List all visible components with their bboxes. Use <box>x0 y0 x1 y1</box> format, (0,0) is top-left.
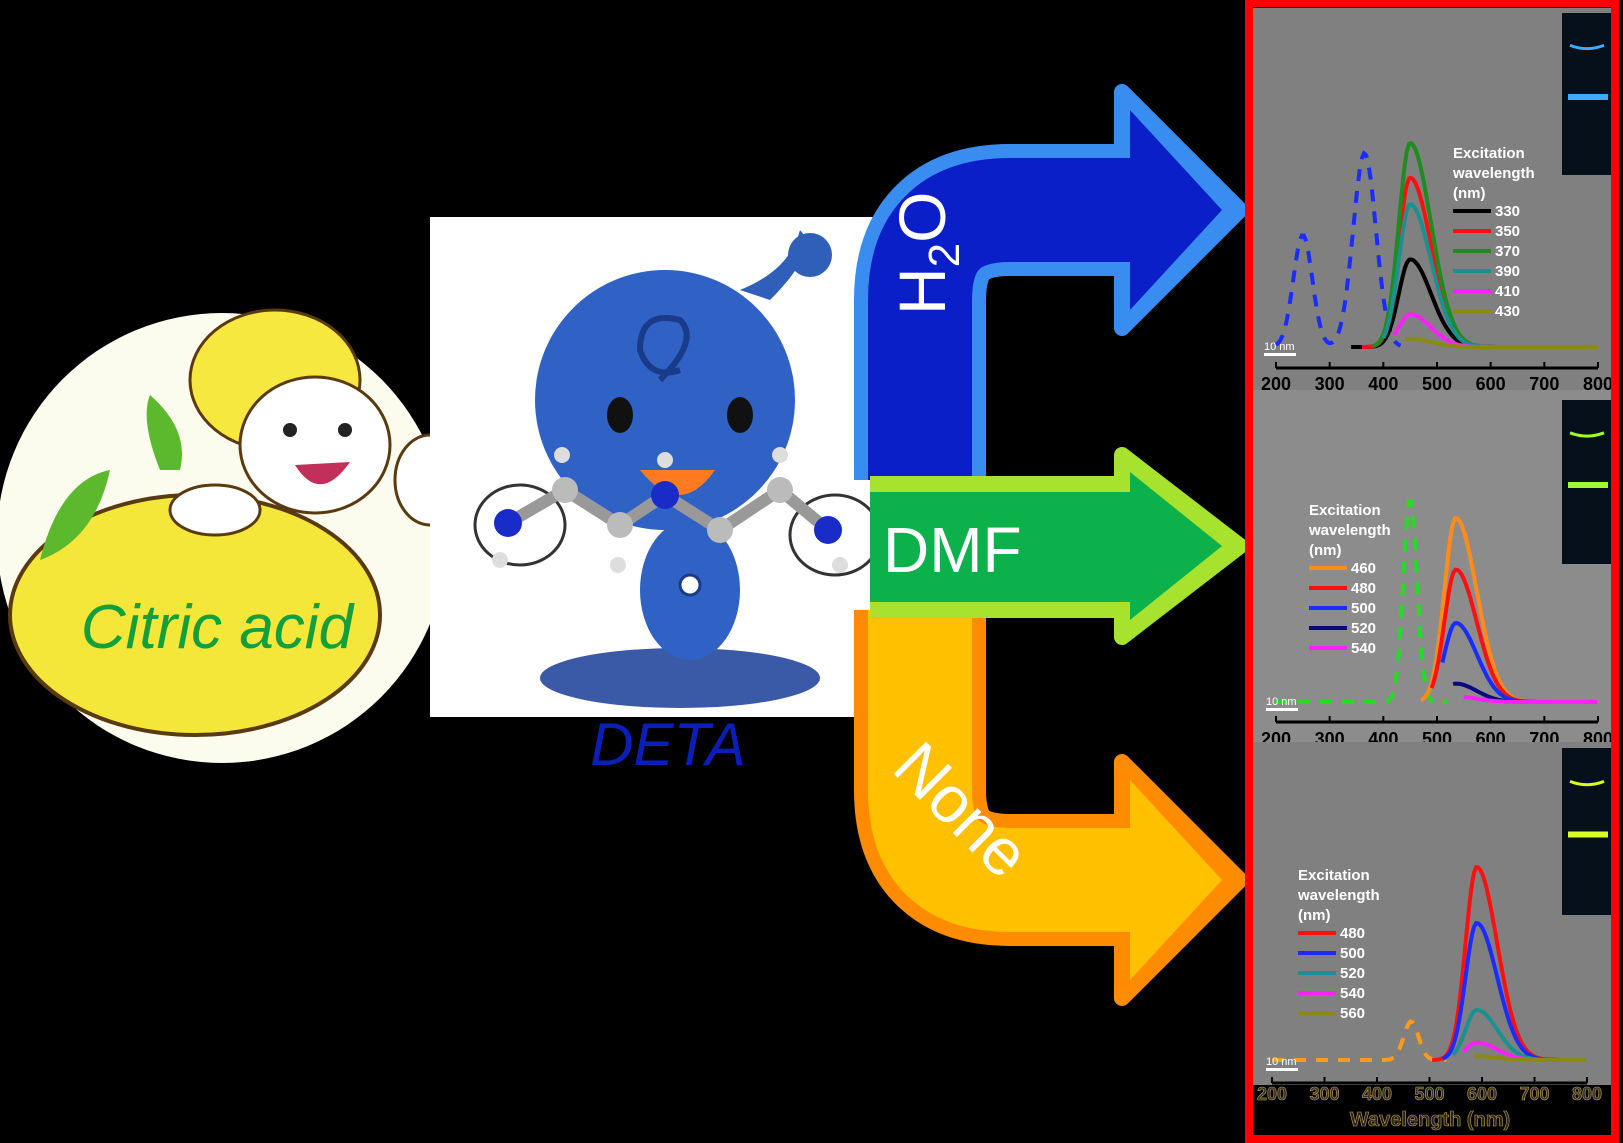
citric-acid-mascot <box>0 308 467 763</box>
citric-acid-label: Citric acid <box>81 593 356 662</box>
x-tick-label: 300 <box>1309 1084 1339 1104</box>
emission-curve-560 <box>1474 1054 1586 1062</box>
heart-icon <box>788 233 832 277</box>
dmf-arrow: DMF <box>870 447 1248 645</box>
absorption-curve <box>1276 500 1448 704</box>
scale-bar <box>1266 708 1298 711</box>
absorption-curve <box>1274 150 1402 348</box>
legend-label: 540 <box>1351 640 1376 657</box>
legend-label: 520 <box>1340 965 1365 982</box>
scale-bar <box>1266 1068 1298 1071</box>
emission-curve-430 <box>1404 336 1598 349</box>
deta-mascot <box>430 217 910 717</box>
x-tick-label: 200 <box>1257 1084 1287 1104</box>
results-frame <box>1245 0 1619 1143</box>
legend-label: 500 <box>1351 600 1376 617</box>
legend-label: 560 <box>1340 1005 1365 1022</box>
legend-label: 330 <box>1495 203 1520 220</box>
x-tick-label: 500 <box>1414 1084 1444 1104</box>
legend-label: 430 <box>1495 303 1520 320</box>
legend-label: 350 <box>1495 223 1520 240</box>
legend-title: wavelength <box>1452 165 1535 182</box>
legend-label: 520 <box>1351 620 1376 637</box>
legend-title: wavelength <box>1308 522 1391 539</box>
legend-label: 410 <box>1495 283 1520 300</box>
x-tick-label: 400 <box>1368 374 1398 394</box>
legend-title: Excitation <box>1453 145 1525 162</box>
emission-curve-540 <box>1463 694 1597 704</box>
x-tick-label: 400 <box>1362 1084 1392 1104</box>
tem-image <box>1253 742 1613 1100</box>
legend-title: (nm) <box>1453 185 1486 202</box>
spectrum-panel-2: Excitation wavelength (nm) 460 480 500 520 540 1… <box>1253 390 1613 749</box>
legend-label: 540 <box>1340 985 1365 1002</box>
spectrum-panel-3: Excitation wavelength (nm) 480 500 520 540 560 1… <box>1253 742 1613 1141</box>
x-tick-label: 600 <box>1467 1084 1497 1104</box>
absorption-curve <box>1272 1019 1447 1062</box>
x-tick-label: 500 <box>1422 374 1452 394</box>
none-arrow: None <box>854 610 1248 1006</box>
x-axis-title: Wavelength (nm) <box>1350 1109 1510 1131</box>
leaf-icon <box>40 470 110 560</box>
mascot-face <box>238 375 392 515</box>
x-tick-label: 300 <box>1315 374 1345 394</box>
x-tick-label: 800 <box>1583 374 1613 394</box>
legend-label: 480 <box>1351 580 1376 597</box>
scale-bar <box>1264 353 1296 356</box>
legend-title: Excitation <box>1309 502 1381 519</box>
x-tick-label: 700 <box>1529 374 1559 394</box>
water-arrow: H2O <box>854 84 1248 480</box>
water-label: H2O <box>885 192 969 316</box>
scale-bar-label: 10 nm <box>1266 1056 1297 1068</box>
dmf-label: DMF <box>883 514 1022 586</box>
tem-image <box>1253 8 1613 390</box>
x-tick-label: 200 <box>1261 374 1291 394</box>
legend-label: 480 <box>1340 925 1365 942</box>
scale-bar-label: 10 nm <box>1266 696 1297 708</box>
legend-label: 500 <box>1340 945 1365 962</box>
legend-title: (nm) <box>1298 907 1331 924</box>
legend-label: 460 <box>1351 560 1376 577</box>
spectra-panels: Excitation wavelength (nm) 330 350 370 390 410 4… <box>1253 8 1613 1141</box>
spectrum-panel-1: Excitation wavelength (nm) 330 350 370 390 410 4… <box>1253 8 1613 394</box>
legend-title: Excitation <box>1298 867 1370 884</box>
legend-title: (nm) <box>1309 542 1342 559</box>
deta-molecule-icon <box>492 447 848 573</box>
legend-label: 370 <box>1495 243 1520 260</box>
x-tick-label: 700 <box>1519 1084 1549 1104</box>
x-tick-label: 600 <box>1476 374 1506 394</box>
x-tick-label: 800 <box>1572 1084 1602 1104</box>
deta-label: DETA <box>590 711 746 778</box>
tem-image <box>1253 390 1613 742</box>
legend-title: wavelength <box>1297 887 1380 904</box>
legend-label: 390 <box>1495 263 1520 280</box>
scale-bar-label: 10 nm <box>1264 341 1295 353</box>
